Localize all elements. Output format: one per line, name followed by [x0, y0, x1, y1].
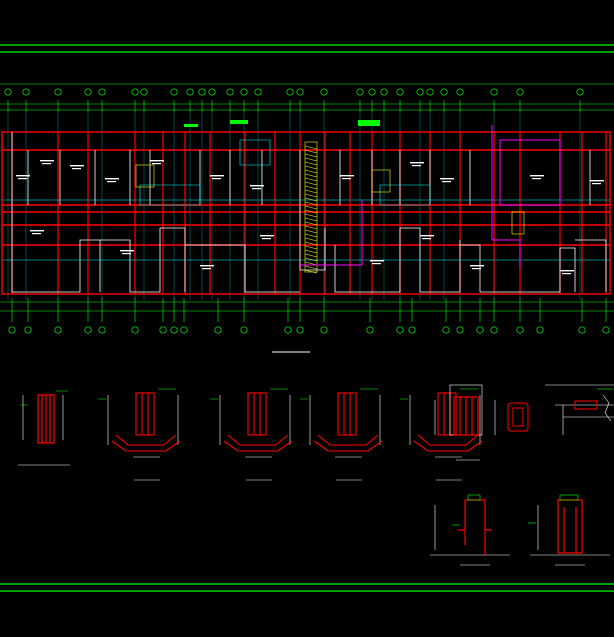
axis-bubble-top — [356, 88, 364, 96]
axis-bubble-top — [490, 88, 498, 96]
axis-bubble-bottom — [476, 326, 484, 334]
floor-plan — [1, 120, 611, 295]
detail-section-4 — [300, 388, 383, 481]
drawing-frame — [0, 44, 614, 592]
axis-bubble-bottom — [408, 326, 416, 334]
axis-bubble-top — [240, 88, 248, 96]
axis-bubble-top — [320, 88, 328, 96]
axis-bubble-bottom — [366, 326, 374, 334]
axis-bubble-top — [84, 88, 92, 96]
axis-bubble-bottom — [214, 326, 222, 334]
axis-bubble-bottom — [54, 326, 62, 334]
detail-section-2 — [98, 388, 181, 481]
axis-bubble-top — [131, 88, 139, 96]
axis-bubbles-bottom — [8, 326, 610, 334]
details-row-2 — [430, 494, 610, 566]
axis-bubble-bottom — [456, 326, 464, 334]
axis-bubble-bottom — [602, 326, 610, 334]
axis-bubble-top — [140, 88, 148, 96]
axis-bubble-bottom — [536, 326, 544, 334]
axis-bubble-top — [286, 88, 294, 96]
detail-section-1 — [18, 390, 70, 466]
axis-bubble-top — [516, 88, 524, 96]
axis-bubble-bottom — [320, 326, 328, 334]
axis-bubble-bottom — [578, 326, 586, 334]
axis-bubble-bottom — [24, 326, 32, 334]
axis-bubble-bottom — [98, 326, 106, 334]
axis-bubble-top — [22, 88, 30, 96]
axis-bubble-bottom — [284, 326, 292, 334]
top-dimension-chain — [0, 83, 614, 112]
axis-bubble-top — [368, 88, 376, 96]
axis-bubble-top — [54, 88, 62, 96]
detail-section-7 — [545, 384, 614, 435]
axis-bubble-top — [254, 88, 262, 96]
axis-bubble-top — [456, 88, 464, 96]
axis-bubble-bottom — [240, 326, 248, 334]
axis-bubble-top — [426, 88, 434, 96]
detail-section-3 — [210, 388, 293, 481]
axis-bubble-top — [440, 88, 448, 96]
axis-bubble-bottom — [131, 326, 139, 334]
axis-bubble-bottom — [159, 326, 167, 334]
axis-bubble-top — [4, 88, 12, 96]
axis-bubble-top — [416, 88, 424, 96]
axis-bubble-bottom — [170, 326, 178, 334]
axis-bubble-top — [396, 88, 404, 96]
axis-bubble-top — [198, 88, 206, 96]
detail-section-8a — [430, 494, 510, 566]
detail-section-8b — [528, 494, 610, 566]
axis-bubble-top — [98, 88, 106, 96]
axis-bubble-bottom — [296, 326, 304, 334]
axis-bubble-bottom — [84, 326, 92, 334]
axis-bubble-bottom — [180, 326, 188, 334]
details-row — [18, 384, 614, 481]
axis-bubble-top — [170, 88, 178, 96]
detail-section-6 — [434, 384, 529, 461]
axis-bubble-top — [208, 88, 216, 96]
axis-bubble-bottom — [442, 326, 450, 334]
axis-bubble-bottom — [8, 326, 16, 334]
axis-bubble-top — [186, 88, 194, 96]
axis-bubbles-top — [4, 88, 584, 96]
axis-bubble-top — [576, 88, 584, 96]
axis-bubble-bottom — [516, 326, 524, 334]
axis-bubble-top — [226, 88, 234, 96]
axis-bubble-top — [380, 88, 388, 96]
axis-bubble-top — [296, 88, 304, 96]
axis-bubble-bottom — [396, 326, 404, 334]
bottom-dimension-chain — [0, 298, 614, 322]
axis-bubble-bottom — [490, 326, 498, 334]
